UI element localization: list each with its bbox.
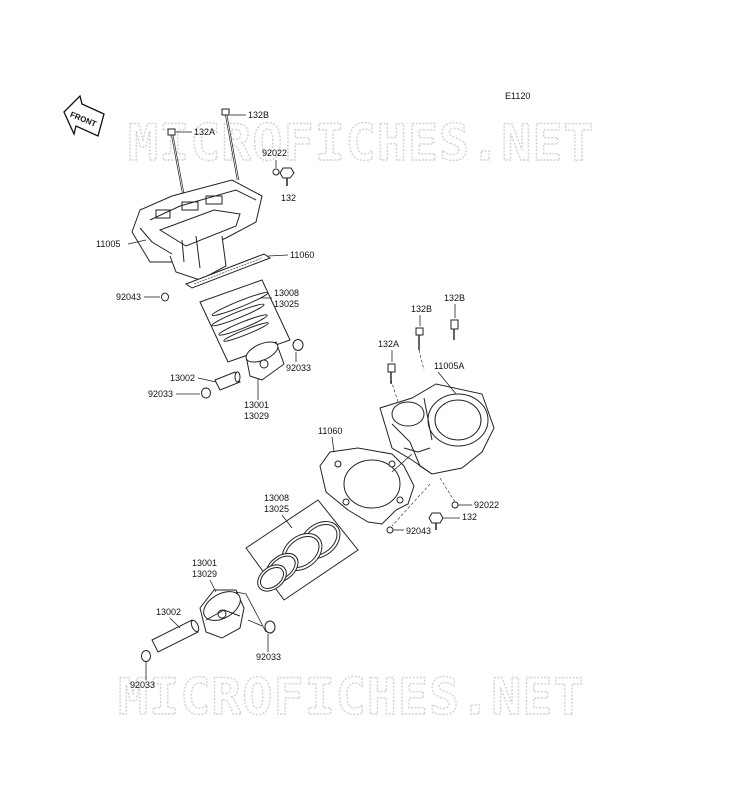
label-13008-top: 13008 bbox=[274, 288, 299, 298]
label-92033-bottom-right: 92033 bbox=[256, 652, 281, 662]
front-arrow-icon: FRONT bbox=[63, 94, 105, 137]
watermark-bottom: MICROFICHES.NET bbox=[118, 668, 585, 726]
label-132-bottom: 132 bbox=[462, 512, 477, 522]
piston-rings-13008-bottom bbox=[245, 499, 359, 601]
washer-92022-bottom bbox=[451, 501, 459, 509]
label-13025-bottom: 13025 bbox=[264, 504, 289, 514]
pin-92043-bottom bbox=[386, 526, 394, 534]
label-132b-right-1: 132B bbox=[411, 304, 432, 314]
pin-92043-top bbox=[161, 292, 169, 302]
label-132a-top: 132A bbox=[194, 127, 215, 137]
piston-rings-13008-top bbox=[199, 279, 291, 363]
washer-92022-top bbox=[272, 168, 280, 176]
diagram-code: E1120 bbox=[505, 91, 530, 101]
circlip-92033-bottom-left bbox=[141, 650, 151, 662]
label-92043-top: 92043 bbox=[116, 292, 141, 302]
cylinder-11005a bbox=[379, 383, 495, 475]
label-13002-bottom: 13002 bbox=[156, 607, 181, 617]
bolt-132-bottom bbox=[428, 512, 444, 530]
label-92043-bottom: 92043 bbox=[406, 526, 431, 536]
label-13029-top: 13029 bbox=[244, 411, 269, 421]
label-13008-bottom: 13008 bbox=[264, 493, 289, 503]
label-13002-top: 13002 bbox=[170, 373, 195, 383]
label-92033-top-right: 92033 bbox=[286, 363, 311, 373]
watermark-top: MICROFICHES.NET bbox=[128, 114, 595, 172]
label-92033-top-left: 92033 bbox=[148, 389, 173, 399]
stud-bolt-132b-right-1 bbox=[415, 327, 424, 350]
label-11060-bottom: 11060 bbox=[318, 426, 342, 436]
label-132a-right: 132A bbox=[378, 339, 399, 349]
piston-pin-13002-top bbox=[214, 371, 241, 391]
stud-bolt-132b-right-2 bbox=[450, 319, 459, 340]
circlip-92033-bottom-right bbox=[264, 620, 276, 634]
bolt-132-top bbox=[279, 167, 295, 186]
label-132-top: 132 bbox=[281, 193, 296, 203]
gasket-11060-bottom bbox=[319, 447, 415, 525]
stud-bolt-132b-top bbox=[221, 108, 240, 181]
circlip-92033-top-right bbox=[292, 339, 304, 351]
cylinder-11005 bbox=[131, 179, 263, 281]
piston-13001-bottom bbox=[199, 589, 245, 639]
label-11060-top: 11060 bbox=[290, 250, 314, 260]
label-13025-top: 13025 bbox=[274, 299, 299, 309]
label-13029-bottom: 13029 bbox=[192, 569, 217, 579]
piston-13001-top bbox=[245, 341, 285, 381]
label-92033-bottom-left: 92033 bbox=[130, 680, 155, 690]
label-11005: 11005 bbox=[96, 239, 120, 249]
label-132b-top: 132B bbox=[248, 110, 269, 120]
gasket-11060-top bbox=[184, 253, 272, 289]
label-92022-top: 92022 bbox=[262, 148, 287, 158]
label-11005a: 11005A bbox=[434, 361, 464, 371]
circlip-92033-top-left bbox=[201, 387, 211, 399]
stud-bolt-132a-top bbox=[167, 128, 186, 199]
label-13001-top: 13001 bbox=[244, 400, 269, 410]
stud-bolt-132a-right bbox=[387, 363, 396, 384]
label-92022-bottom: 92022 bbox=[474, 500, 499, 510]
label-13001-bottom: 13001 bbox=[192, 558, 217, 568]
label-132b-right-2: 132B bbox=[444, 293, 465, 303]
